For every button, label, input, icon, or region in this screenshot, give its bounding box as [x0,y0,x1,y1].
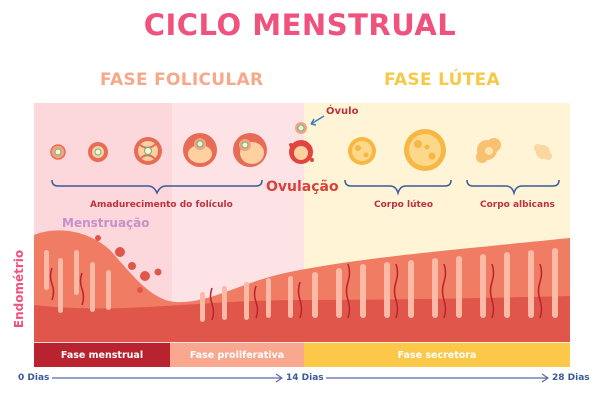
corpus-luteum-small [348,137,376,165]
timeline-mid: 14 Dias [286,373,324,383]
corpus-luteum-large [404,129,446,171]
brace-corpo-luteo [344,179,452,196]
timeline-arrow-mid [275,373,284,383]
menstrual-droplets [95,235,162,293]
timeline-end: 28 Dias [552,373,590,383]
follicle-2 [88,142,108,162]
endometrial-glands [44,248,558,322]
timeline-arrow-end [541,373,550,383]
follicular-phase-title: FASE FOLICULAR [100,70,264,90]
ovulo-arrow [310,115,325,125]
ovulo-label: Óvulo [326,106,359,117]
corpus-albicans-1 [476,138,501,163]
corpo-luteo-label: Corpo lúteo [374,200,434,210]
bar-fase-secretora: Fase secretora [304,343,570,367]
bar-fase-menstrual: Fase menstrual [34,343,170,367]
amadurecimento-label: Amadurecimento do folículo [90,200,233,210]
endometrio-label: Endométrio [12,249,26,329]
blood-vessels [49,263,543,321]
bar-fase-proliferativa: Fase proliferativa [170,343,304,367]
corpo-albicans-label: Corpo albicans [480,200,555,210]
page-title: CICLO MENSTRUAL [143,8,457,42]
follicle-4 [183,133,217,167]
menstruacao-label: Menstruação [62,216,150,230]
ovulacao-label: Ovulação [266,179,339,195]
ovulation-follicle [289,122,314,164]
follicle-1 [50,144,66,160]
luteal-phase-title: FASE LÚTEA [384,70,500,90]
follicle-3 [134,137,162,165]
corpus-albicans-2 [534,144,552,160]
brace-amadurecimento [51,179,263,195]
brace-corpo-albicans [466,179,560,196]
timeline-start: 0 Dias [18,373,50,383]
follicle-5 [233,133,267,167]
